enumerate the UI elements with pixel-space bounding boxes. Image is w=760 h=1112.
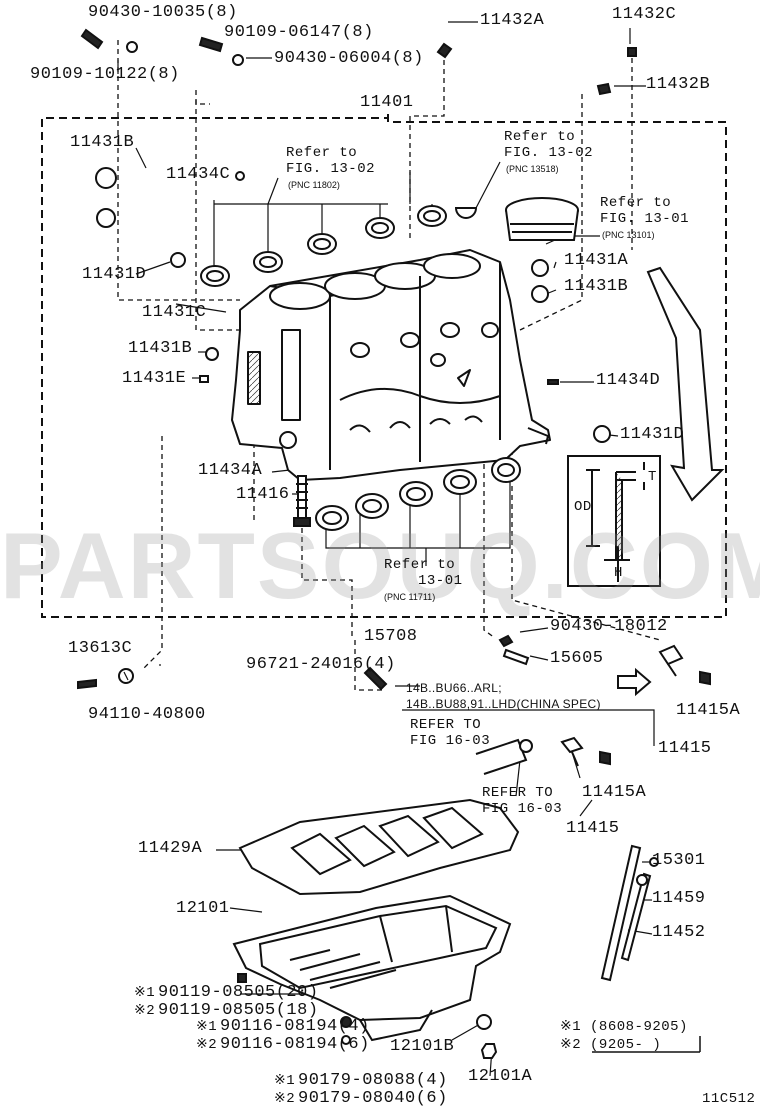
part-label[interactable]: 15605 — [550, 649, 604, 668]
part-label[interactable]: 11434D — [596, 371, 661, 390]
variant-marker: ※2 — [134, 1003, 156, 1019]
spec-note: 14B..BU66..ARL; — [406, 681, 502, 695]
refer-callout[interactable]: FIG. 13-02 — [504, 145, 594, 161]
part-label[interactable]: 11432A — [480, 11, 545, 30]
part-label[interactable]: 90116-08194(6) — [220, 1035, 370, 1054]
legend-line: ※2 (9205- ) — [560, 1037, 662, 1053]
dimension-inset — [567, 455, 661, 587]
part-label[interactable]: 90119-08505(18) — [158, 1001, 319, 1020]
assembly-frame — [41, 114, 727, 618]
part-label[interactable]: 11431C — [142, 303, 207, 322]
refer-callout[interactable]: FIG 16-03 — [482, 801, 563, 817]
part-label[interactable]: 13613C — [68, 639, 133, 658]
part-label[interactable]: 90109-10122(8) — [30, 65, 180, 84]
piston-icon — [505, 197, 579, 241]
refer-callout[interactable]: FIG. 13-01 — [600, 211, 690, 227]
part-label[interactable]: 15708 — [364, 627, 418, 646]
bolt-icon — [80, 28, 637, 96]
spec-note: 14B..BU88,91..LHD(CHINA SPEC) — [406, 697, 601, 711]
dimension-od: OD — [574, 499, 592, 515]
part-label[interactable]: 11431E — [122, 369, 187, 388]
refer-callout[interactable]: Refer to — [286, 145, 358, 161]
part-label[interactable]: 90430-18012 — [550, 617, 668, 636]
refer-pnc: (PNC 13101) — [602, 230, 655, 240]
fastener-icons — [77, 634, 530, 691]
dimension-t: T — [648, 469, 657, 485]
part-label[interactable]: 90430-06004(8) — [274, 49, 424, 68]
refer-callout[interactable]: FIG 16-03 — [410, 733, 491, 749]
part-label[interactable]: 94110-40800 — [88, 705, 206, 724]
legend-line: ※1 (8608-9205) — [560, 1019, 688, 1035]
oil-pan-gasket — [238, 798, 520, 896]
refer-callout[interactable]: FIG. 13-02 — [286, 161, 376, 177]
part-label[interactable]: 11431D — [82, 265, 147, 284]
direction-arrow-icon — [646, 266, 725, 502]
part-label[interactable]: 11401 — [360, 93, 414, 112]
part-label[interactable]: 90119-08505(20) — [158, 983, 319, 1002]
part-label[interactable]: 90109-06147(8) — [224, 23, 374, 42]
part-label[interactable]: 12101 — [176, 899, 230, 918]
variant-marker: ※1 — [134, 985, 156, 1001]
variant-marker: ※2 — [274, 1091, 296, 1107]
figure-code: 11C512 — [702, 1091, 756, 1107]
part-label[interactable]: 90116-08194(4) — [220, 1017, 370, 1036]
refer-callout[interactable]: REFER TO — [482, 785, 554, 801]
union-fitting-icons — [475, 644, 711, 775]
part-label[interactable]: 11434A — [198, 461, 263, 480]
lower-bearing-shells — [315, 457, 521, 531]
part-label[interactable]: 11431B — [564, 277, 629, 296]
cylinder-block — [231, 249, 551, 481]
part-label[interactable]: 11416 — [236, 485, 290, 504]
part-label[interactable]: 90430-10035(8) — [88, 3, 238, 22]
part-label[interactable]: 11452 — [652, 923, 706, 942]
part-label[interactable]: 11415 — [658, 739, 712, 758]
part-label[interactable]: 90179-08040(6) — [298, 1089, 448, 1108]
part-label[interactable]: 11431D — [620, 425, 685, 444]
part-label[interactable]: 96721-24016(4) — [246, 655, 396, 674]
oil-dipstick — [600, 844, 659, 982]
refer-callout[interactable]: 13-01 — [418, 573, 463, 589]
part-label[interactable]: 11415 — [566, 819, 620, 838]
bolt-11416 — [293, 475, 311, 527]
part-label[interactable]: 11432C — [612, 5, 677, 24]
part-label[interactable]: 11429A — [138, 839, 203, 858]
part-label[interactable]: 11415A — [582, 783, 647, 802]
refer-callout[interactable]: Refer to — [504, 129, 576, 145]
oil-pan — [232, 894, 512, 1059]
part-label[interactable]: 11431A — [564, 251, 629, 270]
refer-pnc: (PNC 11711) — [384, 592, 436, 602]
variant-marker: ※1 — [196, 1019, 218, 1035]
variant-marker: ※2 — [196, 1037, 218, 1053]
part-label[interactable]: 11434C — [166, 165, 231, 184]
refer-pnc: (PNC 13518) — [506, 164, 559, 174]
part-label[interactable]: 11431B — [70, 133, 135, 152]
refer-callout[interactable]: Refer to — [600, 195, 672, 211]
part-label[interactable]: 11432B — [646, 75, 711, 94]
part-label[interactable]: 12101A — [468, 1067, 533, 1086]
part-label[interactable]: 12101B — [390, 1037, 455, 1056]
refer-pnc: (PNC 11802) — [288, 180, 340, 190]
variant-marker: ※1 — [274, 1073, 296, 1089]
part-label[interactable]: 11431B — [128, 339, 193, 358]
refer-callout[interactable]: Refer to — [384, 557, 456, 573]
part-label[interactable]: 15301 — [652, 851, 706, 870]
dimension-h: H — [614, 565, 623, 581]
part-label[interactable]: 11415A — [676, 701, 741, 720]
part-label[interactable]: 11459 — [652, 889, 706, 908]
plug-icon — [95, 167, 611, 443]
refer-callout[interactable]: REFER TO — [410, 717, 482, 733]
upper-bearing-shells — [200, 205, 478, 287]
watermark: PARTSOUQ.COM — [0, 513, 760, 618]
part-label[interactable]: 90179-08088(4) — [298, 1071, 448, 1090]
